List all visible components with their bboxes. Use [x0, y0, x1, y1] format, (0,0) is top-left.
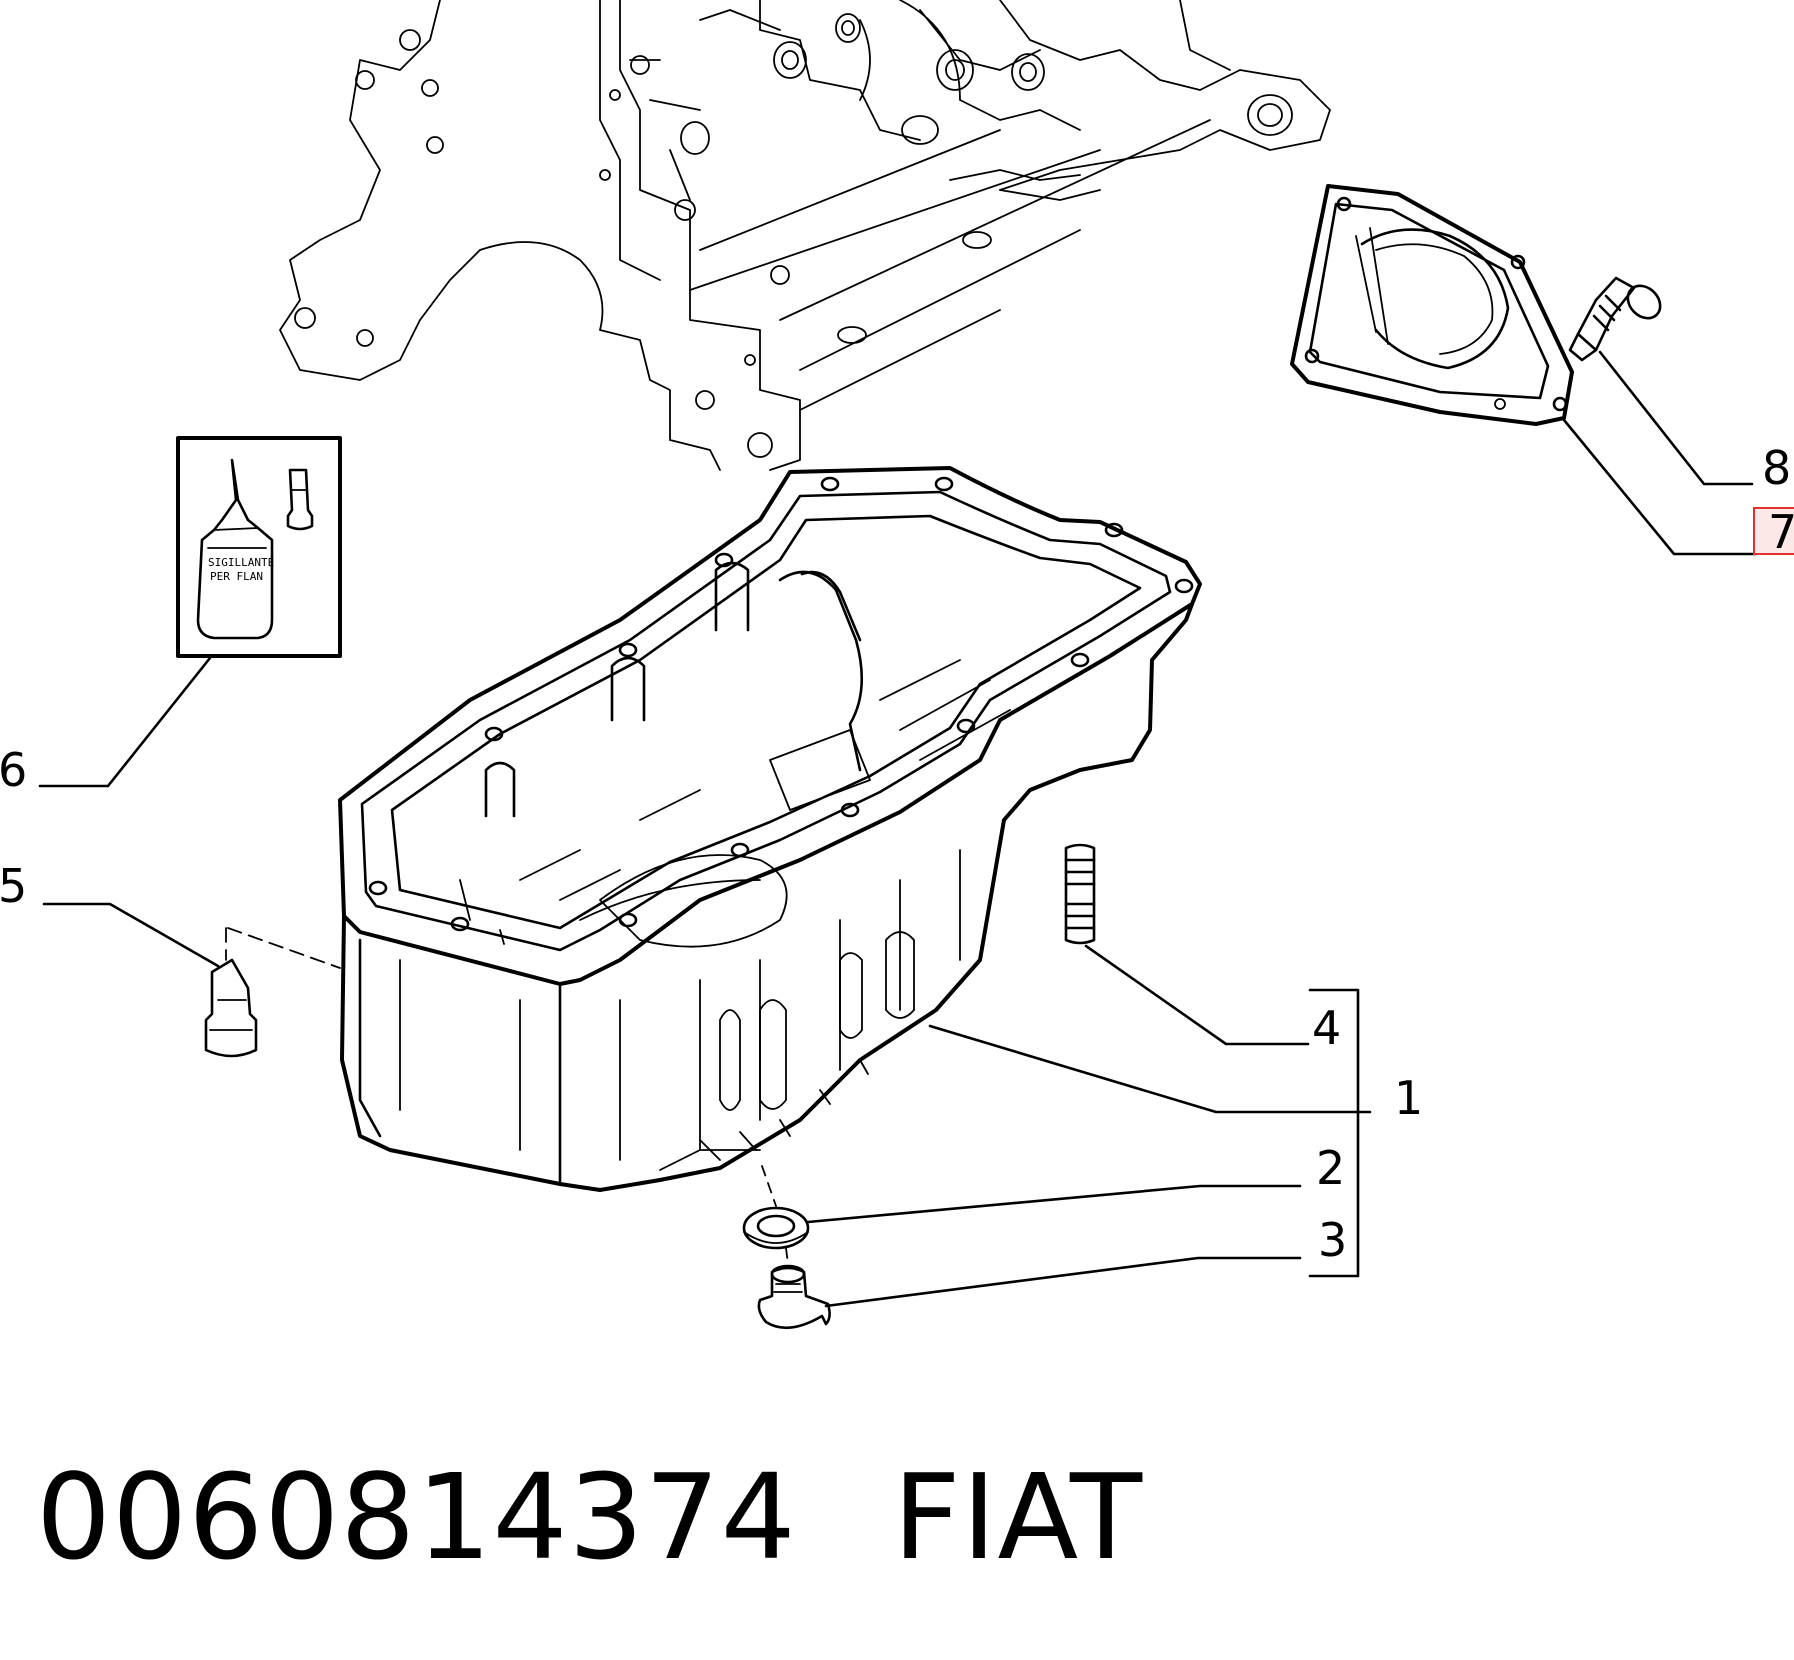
brand-name: FIAT [892, 1448, 1144, 1586]
leader-line-5 [42, 902, 220, 968]
callout-7: 7 [1768, 505, 1794, 559]
callout-3: 3 [1318, 1213, 1347, 1267]
callout-4: 4 [1312, 1001, 1341, 1055]
leader-line-6 [38, 656, 212, 788]
callout-group-bracket [1308, 988, 1360, 1278]
leader-line-4 [1084, 944, 1310, 1046]
sealant-bottle-label-line1: SIGILLANTE [208, 556, 274, 569]
callout-2: 2 [1316, 1141, 1345, 1195]
leader-line-7 [1562, 418, 1758, 556]
sealant-kit-illustration: SIGILLANTE PER FLAN [176, 436, 342, 658]
leader-line-3 [824, 1256, 1302, 1308]
drain-washer-illustration [742, 1206, 810, 1250]
pan-bolt-illustration [204, 927, 341, 1058]
callout-8: 8 [1762, 441, 1791, 495]
leader-line-2 [806, 1184, 1302, 1224]
oil-pan-illustration [338, 466, 1202, 1192]
rear-seal-plate-illustration [1290, 184, 1574, 426]
callout-6: 6 [0, 743, 27, 797]
drain-plug-illustration [757, 1165, 831, 1330]
sealant-bottle-label-line2: PER FLAN [210, 570, 263, 583]
seal-plate-bolt-illustration [1568, 276, 1662, 362]
engine-block-illustration [279, 0, 1331, 471]
leader-line-1 [928, 1024, 1372, 1114]
callout-1: 1 [1394, 1071, 1423, 1125]
callout-5: 5 [0, 859, 27, 913]
leader-line-8 [1598, 350, 1754, 486]
part-number: 0060814374 [36, 1448, 797, 1586]
leader-lines [38, 350, 1758, 1308]
callout-7-highlight [1753, 507, 1794, 555]
oil-pan-stud-illustration [1064, 843, 1096, 945]
part-caption: 0060814374 FIAT [36, 1448, 1143, 1586]
